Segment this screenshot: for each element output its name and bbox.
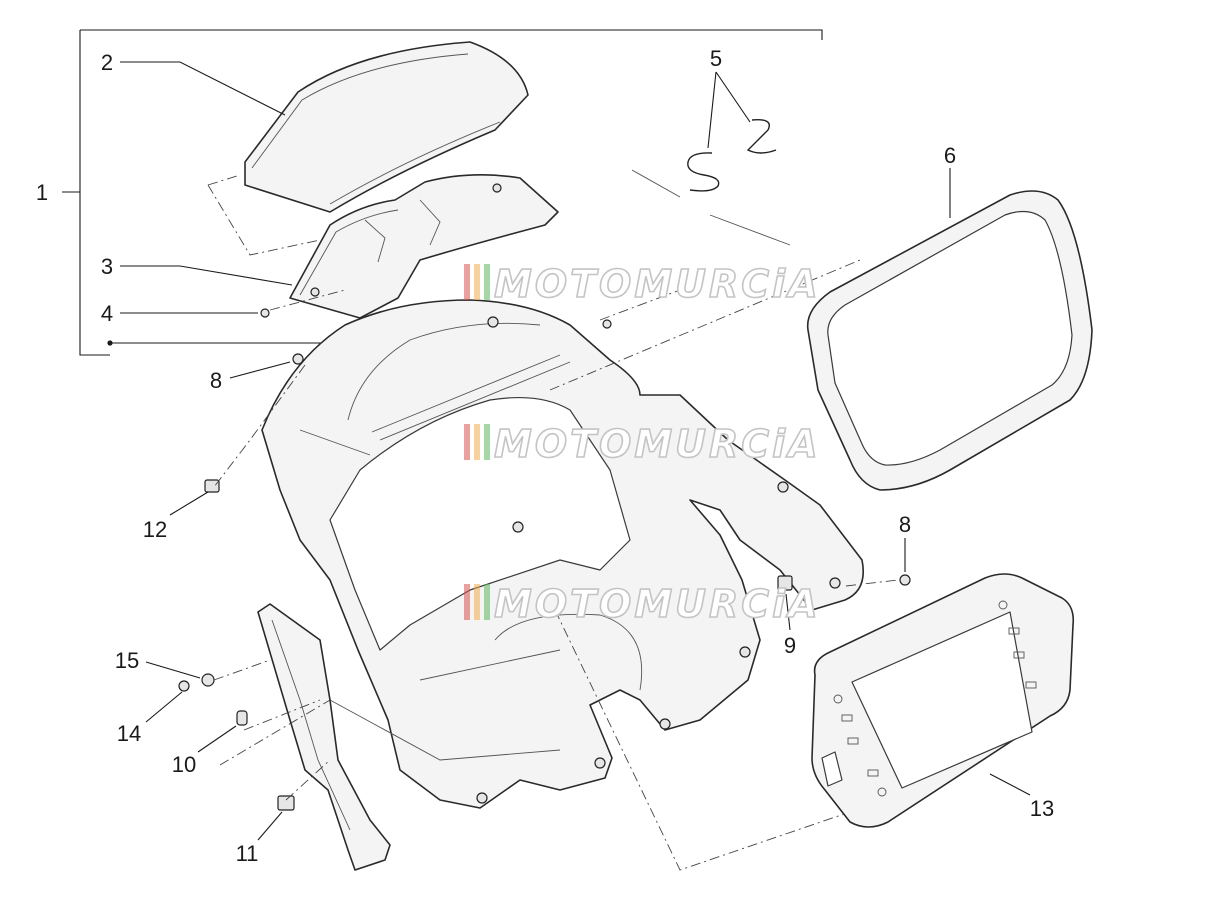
callout-1: 1: [36, 180, 48, 205]
part-13-display: [811, 573, 1075, 828]
callout-14: 14: [117, 721, 141, 746]
watermark-text: MOTOMURCiA: [494, 262, 821, 306]
callout-labels: 1 2 3 4 5 6 8 8 9 10 11 12 13 14 15: [36, 46, 1054, 866]
watermark-text: MOTOMURCiA: [494, 422, 821, 466]
callout-3: 3: [101, 254, 113, 279]
callout-11: 11: [236, 841, 259, 866]
callout-15: 15: [115, 648, 139, 673]
watermark-text: MOTOMURCiA: [494, 582, 821, 626]
callout-6: 6: [944, 143, 956, 168]
callout-12: 12: [143, 517, 167, 542]
part-3-shroud: [120, 174, 559, 319]
watermark-1: MOTOMURCiA: [464, 261, 821, 307]
part-5-clips: [631, 71, 791, 246]
callout-8-upper: 8: [210, 368, 222, 393]
callout-4: 4: [101, 301, 113, 326]
main-fairing: [261, 299, 864, 809]
left-bracket: [257, 603, 391, 871]
part-2-cover: [120, 41, 529, 213]
part-6-bezel: [806, 168, 1093, 491]
callout-13: 13: [1030, 796, 1054, 821]
callout-9: 9: [784, 633, 796, 658]
watermark-3: MOTOMURCiA: [464, 581, 821, 627]
assembly-1-bracket: [62, 29, 823, 356]
callout-10: 10: [172, 752, 196, 777]
hardware-parts: [120, 174, 911, 871]
watermark-2: MOTOMURCiA: [464, 421, 821, 467]
callout-2: 2: [101, 50, 113, 75]
callout-5: 5: [710, 46, 722, 71]
callout-8-right: 8: [899, 512, 911, 537]
